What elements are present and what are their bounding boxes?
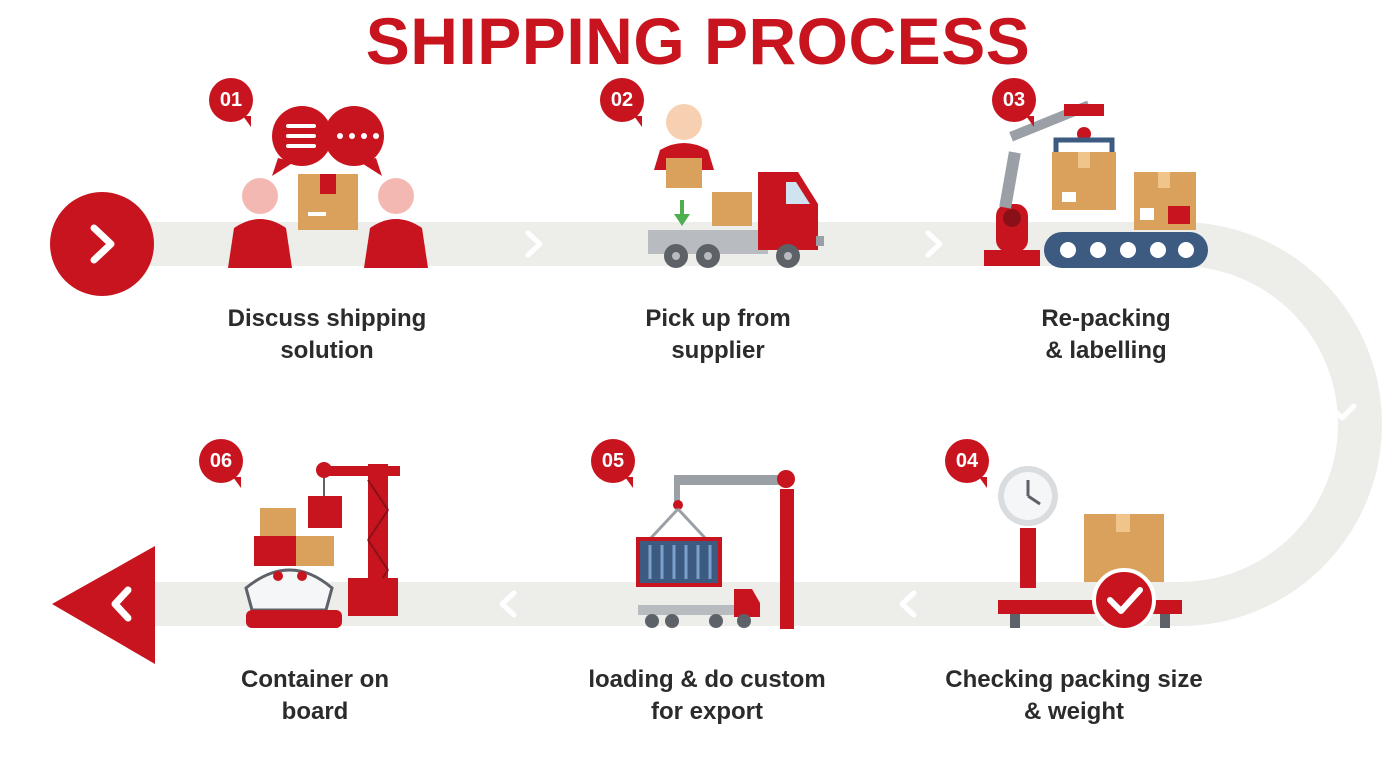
weighing-scale-icon <box>998 466 1182 632</box>
step-number-badge: 04 <box>945 439 989 488</box>
step-label-3: Re-packing & labelling <box>956 303 1256 367</box>
step-label-line: for export <box>650 698 763 725</box>
end-arrow-icon <box>52 546 155 664</box>
step-number-badge: 05 <box>591 439 635 488</box>
step-number-badge: 03 <box>992 78 1036 127</box>
start-arrow-icon <box>50 192 154 296</box>
page-title: SHIPPING PROCESS <box>365 4 1031 78</box>
step-label-line: Pick up from <box>645 305 791 332</box>
step-label-4: Checking packing size & weight <box>924 664 1224 728</box>
chevron-down-icon <box>1327 403 1357 421</box>
step-number-badge: 02 <box>600 78 644 127</box>
step-label-5: loading & do custom for export <box>557 664 857 728</box>
step-label-line: solution <box>280 337 374 364</box>
step-label-6: Container on board <box>165 664 465 728</box>
discussion-icon <box>228 106 428 268</box>
step-label-line: Checking packing size <box>945 666 1203 693</box>
step-label-line: Discuss shipping <box>227 305 427 332</box>
conveyor-robot-icon <box>984 100 1208 268</box>
container-crane-icon <box>636 470 795 629</box>
step-label-line: loading & do custom <box>588 666 826 693</box>
step-label-line: supplier <box>671 337 765 364</box>
cargo-ship-icon <box>244 462 400 628</box>
step-label-1: Discuss shipping solution <box>177 303 477 367</box>
step-label-line: Re-packing <box>1041 305 1171 332</box>
chevron-right-icon <box>925 230 943 258</box>
step-label-line: & weight <box>1024 698 1124 725</box>
chevron-left-icon <box>499 590 517 618</box>
step-label-line: Container on <box>241 666 389 693</box>
chevron-left-icon <box>899 590 917 618</box>
step-label-2: Pick up from supplier <box>568 303 868 367</box>
step-label-line: board <box>281 698 349 725</box>
pickup-truck-icon <box>648 104 824 268</box>
step-number-badge: 01 <box>209 78 253 127</box>
step-number-badge: 06 <box>199 439 243 488</box>
step-label-line: & labelling <box>1045 337 1167 364</box>
chevron-right-icon <box>525 230 543 258</box>
